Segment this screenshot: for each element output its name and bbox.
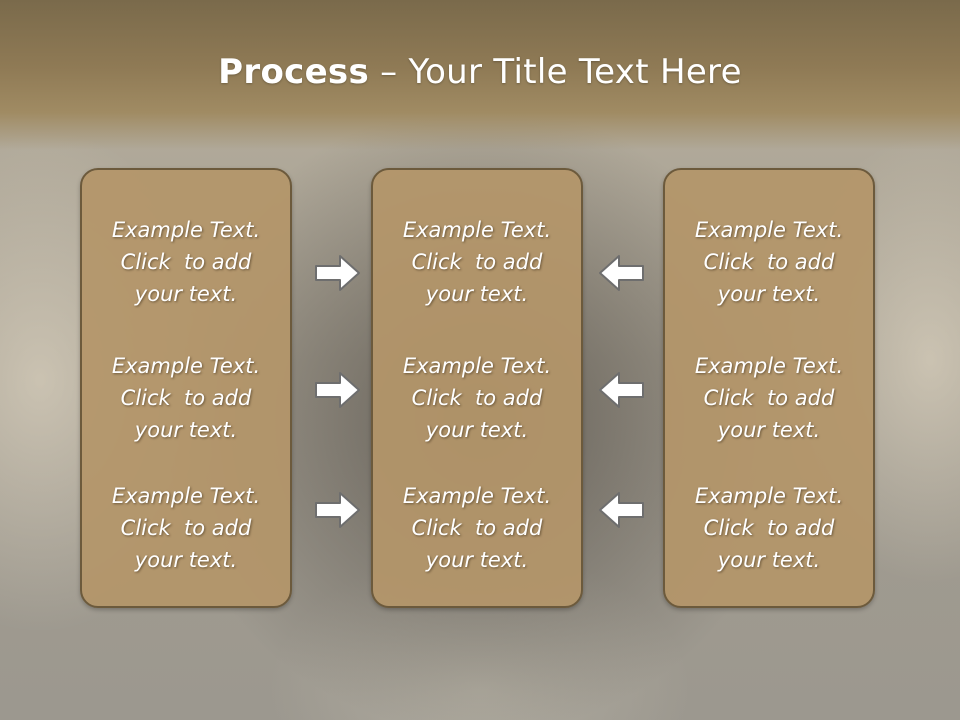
process-panel-left[interactable]: Example Text. Click to add your text. Ex… (80, 168, 292, 608)
text-line: Click to add (411, 250, 543, 274)
text-block[interactable]: Example Text. Click to add your text. (665, 350, 873, 446)
right-arrow-icon[interactable] (314, 253, 362, 293)
text-line: your text. (134, 282, 238, 306)
text-line: your text. (425, 548, 529, 572)
process-panel-right[interactable]: Example Text. Click to add your text. Ex… (663, 168, 875, 608)
text-block[interactable]: Example Text. Click to add your text. (373, 214, 581, 310)
text-block[interactable]: Example Text. Click to add your text. (373, 350, 581, 446)
text-block[interactable]: Example Text. Click to add your text. (665, 214, 873, 310)
text-line: Example Text. (402, 484, 552, 508)
title-rest: – Your Title Text Here (369, 52, 742, 92)
text-line: your text. (134, 548, 238, 572)
right-arrow-icon[interactable] (314, 490, 362, 530)
title-band (0, 0, 960, 150)
left-arrow-icon[interactable] (597, 490, 645, 530)
left-arrow-icon[interactable] (597, 370, 645, 410)
title-bold: Process (218, 52, 370, 92)
text-line: Click to add (120, 386, 252, 410)
text-block[interactable]: Example Text. Click to add your text. (82, 214, 290, 310)
text-line: Click to add (703, 250, 835, 274)
text-block[interactable]: Example Text. Click to add your text. (665, 480, 873, 576)
text-line: Click to add (120, 516, 252, 540)
text-line: Example Text. (402, 354, 552, 378)
text-line: Click to add (411, 516, 543, 540)
text-line: Example Text. (402, 218, 552, 242)
text-line: your text. (134, 418, 238, 442)
text-line: your text. (425, 418, 529, 442)
text-line: your text. (717, 282, 821, 306)
text-line: Example Text. (111, 354, 261, 378)
right-arrow-icon[interactable] (314, 370, 362, 410)
text-line: your text. (425, 282, 529, 306)
text-line: Example Text. (694, 218, 844, 242)
process-panel-center[interactable]: Example Text. Click to add your text. Ex… (371, 168, 583, 608)
text-block[interactable]: Example Text. Click to add your text. (373, 480, 581, 576)
text-line: Click to add (120, 250, 252, 274)
text-line: your text. (717, 418, 821, 442)
text-line: your text. (717, 548, 821, 572)
text-block[interactable]: Example Text. Click to add your text. (82, 480, 290, 576)
slide-title[interactable]: Process – Your Title Text Here (0, 52, 960, 92)
text-line: Example Text. (111, 218, 261, 242)
text-line: Click to add (411, 386, 543, 410)
left-arrow-icon[interactable] (597, 253, 645, 293)
text-line: Click to add (703, 516, 835, 540)
text-line: Example Text. (111, 484, 261, 508)
text-block[interactable]: Example Text. Click to add your text. (82, 350, 290, 446)
text-line: Example Text. (694, 484, 844, 508)
text-line: Click to add (703, 386, 835, 410)
text-line: Example Text. (694, 354, 844, 378)
